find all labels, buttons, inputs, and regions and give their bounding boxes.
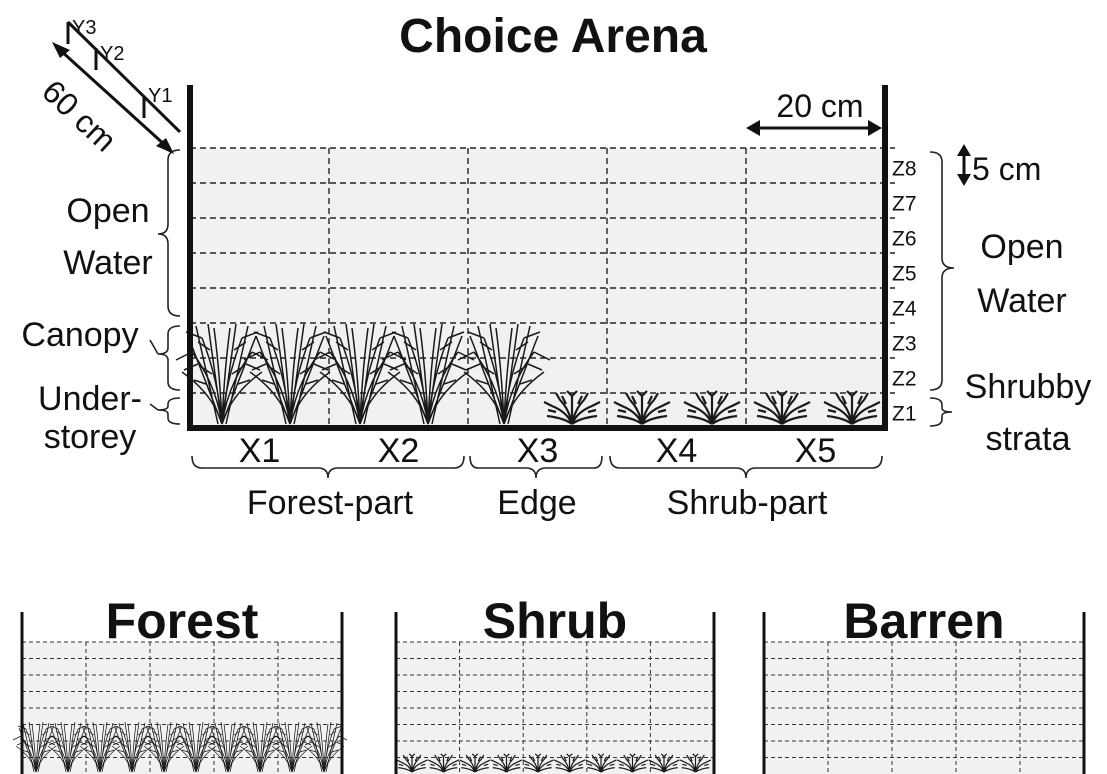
column-label-x5: X5 — [795, 432, 837, 470]
panel-barren: Barren — [762, 593, 1086, 774]
column-label-x4: X4 — [656, 432, 698, 470]
zone-forest-part: Forest-part — [247, 484, 414, 522]
width-label: 20 cm — [776, 88, 863, 124]
panel-barren-title: Barren — [843, 593, 1004, 649]
main-tank — [175, 85, 895, 431]
panel-shrub-title: Shrub — [483, 593, 627, 649]
panel-shrub: Shrub — [394, 593, 716, 774]
left-understorey-2: storey — [44, 418, 137, 456]
right-shrubby-2: strata — [985, 420, 1070, 458]
left-open-water-1: Open — [66, 192, 149, 230]
brace-z1 — [929, 397, 953, 427]
zone-edge: Edge — [497, 484, 576, 522]
brace-canopy — [157, 325, 181, 391]
layer-label-z7: Z7 — [892, 192, 917, 215]
layer-label-z2: Z2 — [892, 367, 917, 390]
width-indicator: 20 cm — [746, 88, 882, 136]
brace-understorey — [157, 397, 181, 425]
main-title: Choice Arena — [399, 10, 707, 63]
right-braces: Open Water Shrubby strata — [929, 151, 1092, 458]
brace-open-water-right — [929, 151, 955, 391]
panel-forest-title: Forest — [106, 593, 259, 649]
layer-label-z6: Z6 — [892, 227, 917, 250]
left-understorey-1: Under- — [38, 380, 142, 418]
main-grid — [190, 147, 895, 428]
right-open-water-1: Open — [980, 228, 1063, 266]
layer-labels: Z1 Z2 Z3 Z4 Z5 Z6 Z7 Z8 — [892, 157, 917, 425]
right-open-water-2: Water — [977, 282, 1066, 320]
column-label-x2: X2 — [378, 432, 420, 470]
height-label: 5 cm — [972, 151, 1041, 187]
column-label-x3: X3 — [517, 432, 559, 470]
height-indicator: 5 cm — [957, 144, 1041, 187]
zone-braces: Forest-part Edge Shrub-part — [191, 455, 883, 522]
layer-label-z3: Z3 — [892, 332, 917, 355]
depth-y1: Y1 — [148, 85, 172, 107]
column-labels: X1 X2 X3 X4 X5 — [239, 432, 837, 470]
layer-label-z1: Z1 — [892, 402, 917, 425]
panel-forest: Forest — [12, 593, 348, 774]
depth-indicator: Y3 Y2 Y1 60 cm — [35, 17, 182, 159]
brace-edge — [469, 455, 603, 479]
layer-label-z5: Z5 — [892, 262, 917, 285]
layer-label-z8: Z8 — [892, 157, 917, 180]
layer-label-z4: Z4 — [892, 297, 917, 320]
depth-label: 60 cm — [35, 73, 123, 159]
brace-open-water-left — [157, 149, 181, 317]
left-open-water-2: Water — [63, 244, 152, 282]
depth-y2: Y2 — [100, 43, 124, 65]
right-shrubby-1: Shrubby — [965, 368, 1092, 406]
left-canopy: Canopy — [21, 316, 138, 354]
zone-shrub-part: Shrub-part — [667, 484, 828, 522]
column-label-x1: X1 — [239, 432, 281, 470]
depth-y3: Y3 — [72, 17, 96, 39]
brace-forest-part — [191, 455, 465, 479]
tank-wall — [187, 85, 888, 431]
left-braces: Open Water Canopy Under- storey — [21, 149, 181, 456]
brace-shrub-part — [609, 455, 883, 479]
